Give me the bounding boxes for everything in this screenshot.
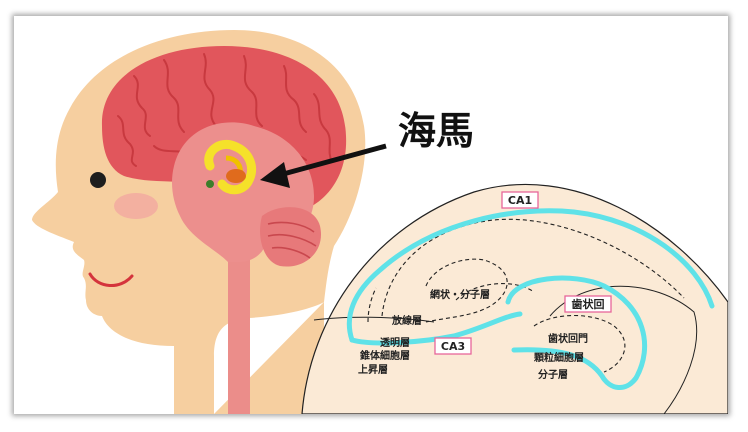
label-lucidum: 透明層: [380, 336, 410, 349]
svg-text:歯状回: 歯状回: [572, 297, 605, 311]
pyramidal-cell-layer: [346, 208, 715, 343]
label-pyramidal: 錐体細胞層: [360, 349, 410, 362]
label-hilus: 歯状回門: [548, 332, 588, 345]
label-molecular: 分子層: [538, 368, 568, 381]
svg-text:CA1: CA1: [508, 194, 532, 207]
section-tissue: [301, 183, 728, 414]
label-radiatum: 放線層: [391, 314, 422, 327]
layer-boundaries: [367, 218, 685, 373]
pointer-arrow: [260, 143, 387, 188]
label-reticular-molecular: 網状・分子層: [430, 288, 490, 301]
hippocampus-section: CA1 CA3 歯状回 網状・分子層 放線層 透明層 錐体細胞層 上昇層 歯状回…: [301, 183, 728, 414]
cheek: [114, 193, 158, 219]
label-oriens: 上昇層: [358, 363, 388, 376]
dentate-granule-layer: [505, 275, 648, 390]
eye: [90, 172, 106, 188]
hippocampus-marker: [204, 140, 256, 195]
hippocampus-illustration: 海馬 CA1 CA3 歯状回 網状・: [32, 30, 728, 414]
section-inner-outline: [313, 316, 435, 323]
hippocampus-title: 海馬: [398, 109, 474, 153]
label-ca3: CA3: [434, 337, 472, 355]
label-dentate-gyrus: 歯状回: [564, 295, 612, 313]
cerebellum-folds: [267, 221, 317, 259]
spinal-cord: [228, 256, 250, 414]
svg-text:CA3: CA3: [441, 340, 465, 353]
mouth: [88, 272, 134, 287]
label-granular: 顆粒細胞層: [534, 351, 584, 364]
ca3-cell-layer: [349, 311, 523, 346]
section-fold-outline: [549, 285, 698, 414]
illustration-frame: 海馬 CA1 CA3 歯状回 網状・: [14, 16, 728, 414]
label-ca1: CA1: [501, 191, 539, 209]
